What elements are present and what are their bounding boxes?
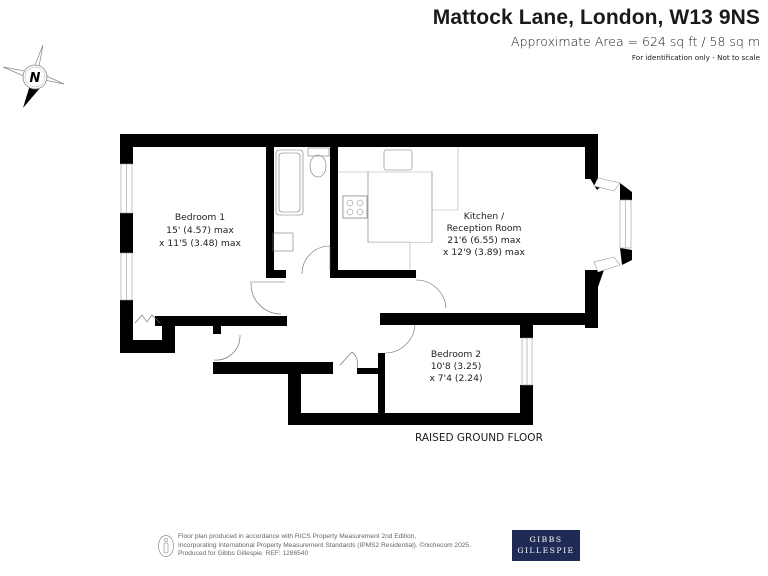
room-bedroom-2-name: Bedroom 2 bbox=[431, 349, 481, 360]
svg-text:N: N bbox=[30, 71, 41, 86]
doors bbox=[134, 245, 447, 369]
room-bedroom-1-name: Bedroom 1 bbox=[175, 212, 225, 223]
floor-label: RAISED GROUND FLOOR bbox=[415, 432, 543, 444]
room-kitchen-name: Kitchen / bbox=[464, 211, 505, 222]
room-kitchen-dim2: x 12'9 (3.89) max bbox=[443, 247, 525, 258]
room-bedroom-2-dim2: x 7'4 (2.24) bbox=[429, 373, 482, 384]
person-icon bbox=[158, 535, 174, 557]
windows bbox=[120, 163, 632, 386]
room-bedroom-2-dim1: 10'8 (3.25) bbox=[431, 361, 482, 372]
walls bbox=[120, 134, 632, 425]
property-title: Mattock Lane, London, W13 9NS bbox=[432, 6, 760, 29]
scale-note: For identification only - Not to scale bbox=[631, 53, 760, 62]
brand-logo: GIBBS GILLESPIE bbox=[512, 530, 580, 561]
compass-north-icon: N bbox=[2, 44, 65, 108]
room-kitchen-name2: Reception Room bbox=[447, 223, 522, 234]
room-bedroom-1-dim1: 15' (4.57) max bbox=[166, 225, 234, 236]
room-bedroom-1-dim2: x 11'5 (3.48) max bbox=[159, 238, 241, 249]
room-kitchen-dim1: 21'6 (6.55) max bbox=[447, 235, 521, 246]
approximate-area: Approximate Area = 624 sq ft / 58 sq m bbox=[511, 34, 760, 49]
footer-disclaimer: Floor plan produced in accordance with R… bbox=[178, 533, 471, 558]
